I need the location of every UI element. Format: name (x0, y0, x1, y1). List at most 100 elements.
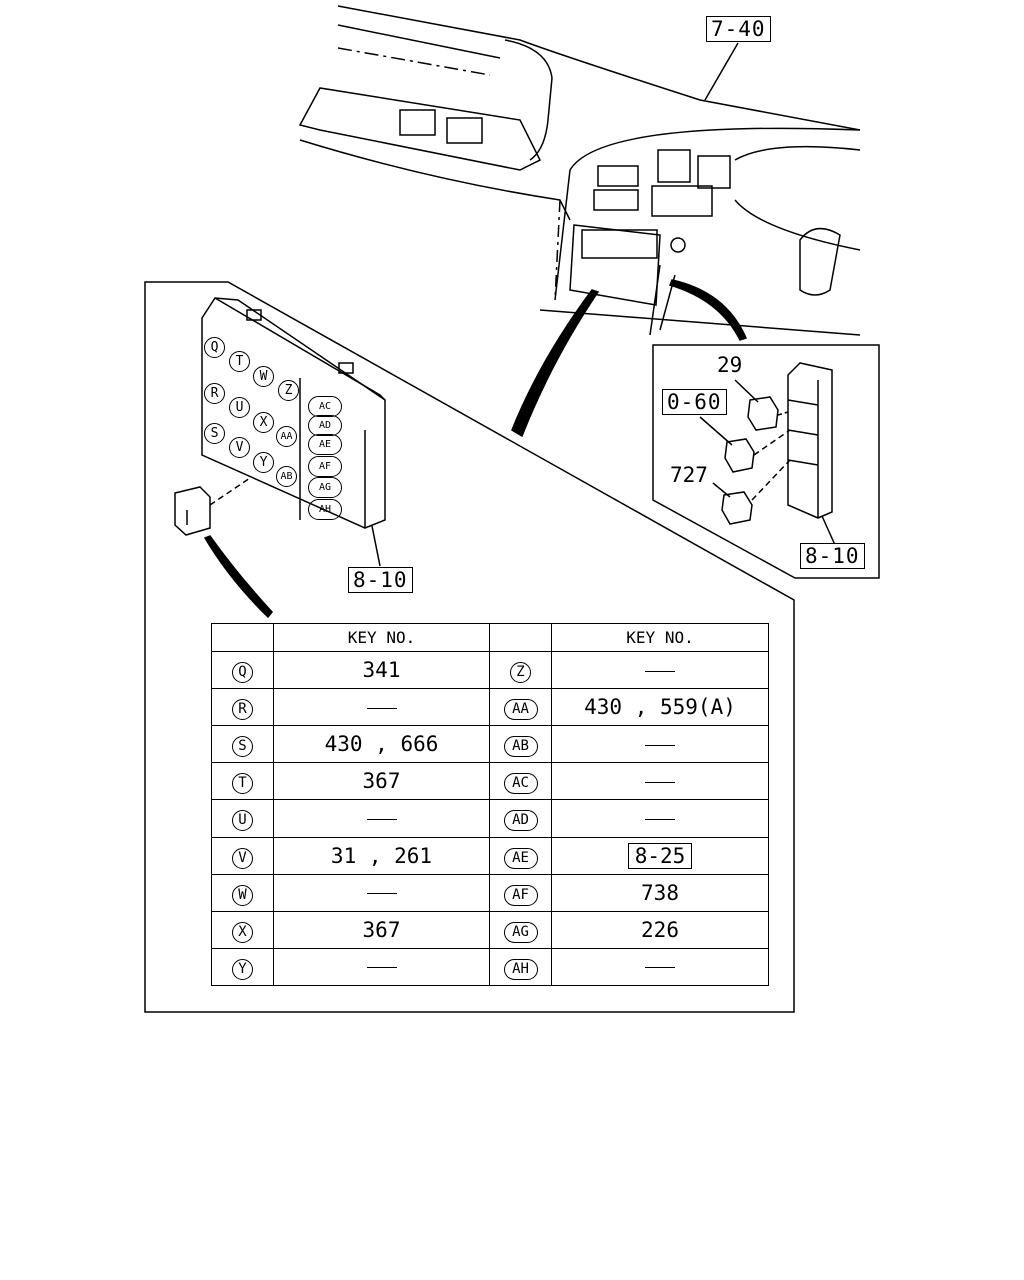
code-cell-right: AB (489, 725, 552, 764)
empty-dash (645, 967, 675, 969)
code-cell-left: U (211, 799, 274, 838)
code-badge: Z (510, 662, 531, 684)
fuse-slot-q: Q (204, 337, 225, 358)
dashboard-drawing (298, 5, 861, 336)
ref-relay-box-upper[interactable]: 8-10 (348, 567, 413, 593)
fuse-slot-z: Z (278, 380, 299, 401)
empty-dash (645, 818, 675, 820)
detail-frame (144, 281, 795, 1013)
header-blank (489, 623, 552, 652)
code-badge: X (232, 921, 253, 943)
key-value: 738 (641, 880, 679, 905)
value-cell-left (273, 799, 490, 838)
code-badge: T (232, 773, 253, 795)
empty-dash (366, 967, 397, 969)
value-cell-left: 31 , 261 (273, 836, 490, 875)
fuse-slot-ab: AB (276, 466, 297, 487)
code-badge: AF (503, 884, 538, 906)
code-cell-left: W (211, 873, 274, 912)
header-key-no-left: KEY NO. (273, 623, 490, 652)
code-badge: Q (232, 662, 253, 684)
inset-frame (652, 344, 880, 579)
empty-dash (366, 818, 397, 820)
table-row: S 430 , 666 AB (211, 725, 769, 764)
table-header-row: KEY NO. KEY NO. (211, 623, 769, 652)
key-value: 31 , 261 (330, 843, 433, 868)
table-row: Q 341 Z (211, 650, 769, 690)
code-cell-right: AF (489, 873, 552, 912)
header-key-no-right: KEY NO. (551, 623, 769, 652)
relay-drawing (174, 477, 251, 536)
fuse-slot-v: V (229, 437, 250, 458)
value-cell-right (551, 947, 769, 987)
value-cell-right: 738 (551, 873, 769, 912)
pointer-arrow (203, 535, 273, 619)
table-row: X 367 AG 226 (211, 910, 769, 949)
value-cell-right (551, 762, 769, 801)
ref-relay-box-lower[interactable]: 8-10 (800, 543, 865, 569)
pointer-arrow (668, 279, 748, 341)
ref-link[interactable]: 8-25 (627, 842, 693, 869)
code-cell-left: R (211, 688, 274, 727)
fuse-slot-y: Y (253, 452, 274, 473)
value-cell-left: 341 (273, 650, 490, 690)
code-badge: S (232, 736, 253, 758)
table-row: Y AH (211, 947, 769, 987)
code-badge: Y (232, 958, 253, 980)
header-blank (211, 623, 274, 652)
table-row: V 31 , 261 AE 8-25 (211, 836, 769, 875)
fuse-slot-ac: AC (308, 396, 342, 417)
value-cell-right (551, 650, 769, 690)
code-badge: V (232, 847, 253, 869)
empty-dash (366, 893, 397, 895)
code-cell-left: T (211, 762, 274, 801)
code-badge: AG (503, 921, 538, 943)
code-cell-left: Y (211, 947, 274, 987)
code-badge: AE (503, 847, 538, 869)
value-cell-left: 367 (273, 762, 490, 801)
code-cell-left: Q (211, 650, 274, 690)
table-row: U AD (211, 799, 769, 838)
key-value: 430 , 666 (324, 732, 439, 757)
value-cell-right: 8-25 (551, 836, 769, 875)
code-badge: AD (503, 810, 538, 832)
code-cell-right: AE (489, 836, 552, 875)
key-value: 341 (362, 658, 401, 683)
ref-relay-a[interactable]: 0-60 (662, 389, 727, 415)
code-cell-left: X (211, 910, 274, 949)
empty-dash (366, 707, 397, 709)
value-cell-left (273, 873, 490, 912)
callout-727: 727 (670, 463, 708, 487)
leader-line (704, 42, 739, 101)
table-row: W AF 738 (211, 873, 769, 912)
empty-dash (645, 781, 675, 783)
fuse-box-drawing (201, 297, 386, 567)
code-cell-right: Z (489, 650, 552, 690)
fuse-slot-r: R (204, 383, 225, 404)
value-cell-left (273, 947, 490, 987)
pointer-arrow (511, 289, 600, 438)
ref-dash-panel[interactable]: 7-40 (706, 16, 771, 42)
fuse-slot-aa: AA (276, 426, 297, 447)
fuse-slot-x: X (253, 412, 274, 433)
key-value: 367 (362, 917, 401, 942)
inset-relay-block (699, 362, 836, 546)
callout-29: 29 (717, 353, 743, 377)
fuse-slot-s: S (204, 423, 225, 444)
code-badge: W (232, 884, 253, 906)
value-cell-right (551, 799, 769, 838)
value-cell-left: 430 , 666 (273, 725, 490, 764)
code-cell-left: S (211, 725, 274, 764)
fuse-slot-ae: AE (308, 434, 342, 455)
code-badge: AB (503, 736, 538, 758)
value-cell-left (273, 688, 490, 727)
empty-dash (645, 670, 675, 672)
fuse-slot-t: T (229, 351, 250, 372)
fuse-slot-w: W (253, 366, 274, 387)
code-badge: AH (503, 958, 538, 980)
fuse-slot-af: AF (308, 456, 342, 477)
key-value: 226 (641, 917, 679, 942)
